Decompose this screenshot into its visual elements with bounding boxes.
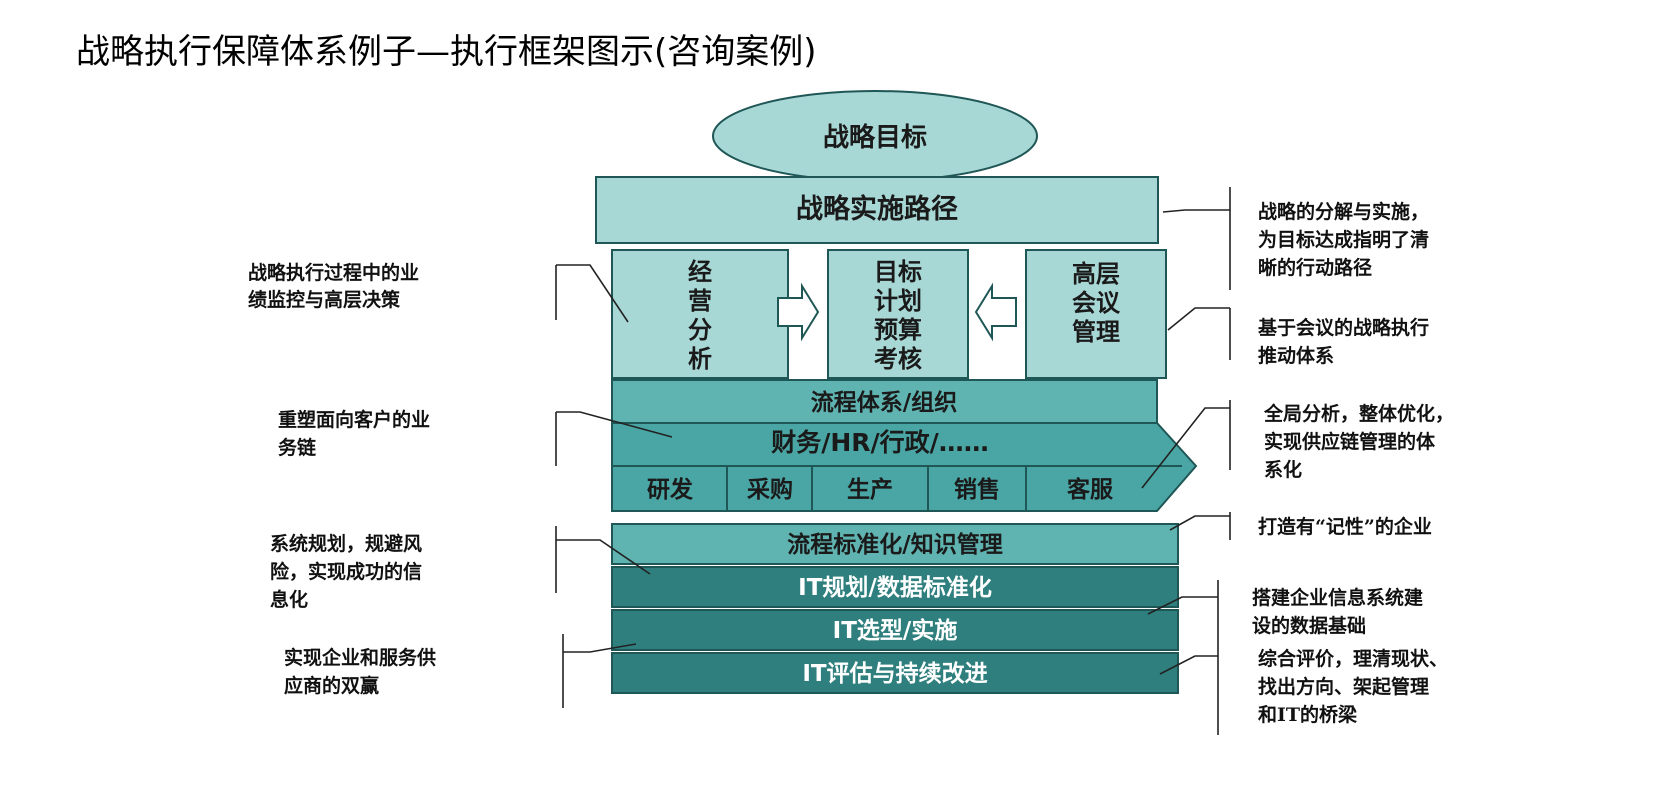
it-select-bar [611, 609, 1179, 651]
ann-right-3-line-3: 系化 [1264, 458, 1302, 481]
chain-item-rd: 研发 [647, 476, 693, 503]
path-label: 战略实施路径 [796, 193, 958, 225]
ann-left-3-line-1: 系统规划，规避风 [270, 532, 422, 555]
ann-right-2-line-1: 基于会议的战略执行 [1257, 316, 1429, 339]
ann-right-3-line-1: 全局分析，整体优化， [1263, 402, 1454, 425]
it-eval-label: IT评估与持续改进 [802, 660, 987, 687]
col-right-line-3: 管理 [1072, 318, 1120, 346]
process-system-label: 流程体系/组织 [811, 389, 957, 416]
col-mid-line-1: 目标 [874, 258, 922, 286]
ann-left-4-line-2: 应商的双赢 [284, 674, 379, 697]
col-left-char-2: 营 [688, 287, 712, 315]
chain-item-sales: 销售 [954, 476, 1000, 503]
right-connectors [1141, 187, 1231, 735]
ann-right-1-line-3: 晰的行动路径 [1258, 256, 1372, 279]
col-right-line-2: 会议 [1072, 289, 1121, 317]
ann-left-3-line-3: 息化 [270, 588, 308, 611]
it-eval-bar [611, 652, 1179, 694]
arrow-right-icon [777, 282, 820, 342]
ann-left-2-line-2: 务链 [278, 436, 316, 459]
ann-right-3-line-2: 实现供应链管理的体 [1264, 430, 1436, 453]
col-mid-line-2: 计划 [874, 287, 922, 315]
col-right-box [1025, 249, 1167, 379]
ann-right-4-line-1: 打造有“记性”的企业 [1258, 515, 1432, 538]
col-left-char-4: 析 [688, 345, 712, 373]
ann-right-1-line-2: 为目标达成指明了清 [1258, 228, 1429, 251]
standardize-bar [611, 523, 1179, 565]
ann-left-1-line-1: 战略执行过程中的业 [248, 261, 419, 284]
ann-right-6-line-2: 找出方向、架起管理 [1258, 675, 1429, 698]
chain-item-production: 生产 [847, 476, 893, 503]
page-title: 战略执行保障体系例子—执行框架图示(咨询案例) [76, 32, 817, 72]
col-left-char-1: 经 [688, 258, 712, 286]
ann-right-1-line-1: 战略的分解与实施， [1258, 200, 1429, 223]
ann-left-4-line-1: 实现企业和服务供 [284, 646, 436, 669]
ann-right-5-line-2: 设的数据基础 [1252, 614, 1366, 637]
chain-item-service: 客服 [1067, 476, 1114, 503]
ann-left-2-line-1: 重塑面向客户的业 [278, 408, 430, 431]
chain-item-purchase: 采购 [747, 477, 793, 503]
goal-label: 战略目标 [823, 122, 927, 153]
col-mid-line-4: 考核 [874, 345, 922, 373]
col-mid-line-3: 预算 [874, 316, 922, 344]
col-right-line-1: 高层 [1072, 260, 1120, 288]
ann-right-6-line-1: 综合评价，理清现状、 [1258, 647, 1448, 670]
path-box [595, 176, 1159, 244]
ann-right-2-line-2: 推动体系 [1258, 344, 1334, 367]
support-label: 财务/HR/行政/…… [771, 428, 989, 457]
arrow-left-icon [974, 282, 1017, 342]
ann-right-5-line-1: 搭建企业信息系统建 [1252, 586, 1423, 609]
it-planning-bar [611, 566, 1179, 608]
ann-right-6-line-3: 和IT的桥梁 [1258, 703, 1358, 726]
ann-left-3-line-2: 险，实现成功的信 [270, 560, 422, 583]
col-mid-box [827, 249, 969, 379]
standardize-label: 流程标准化/知识管理 [787, 531, 1002, 558]
it-planning-label: IT规划/数据标准化 [798, 574, 992, 601]
it-select-label: IT选型/实施 [833, 617, 958, 644]
left-connectors [555, 264, 673, 708]
ann-left-1-line-2: 绩监控与高层决策 [248, 288, 401, 311]
col-left-char-3: 分 [688, 316, 712, 344]
